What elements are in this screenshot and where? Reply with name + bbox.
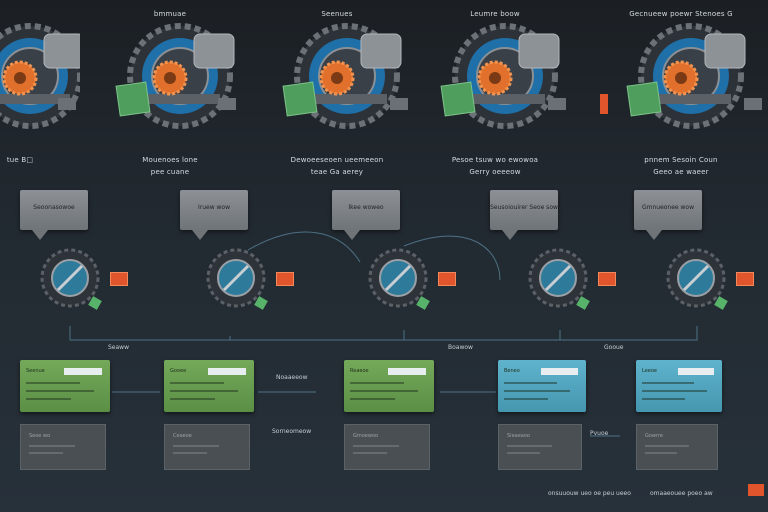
flow-label: Seaww (108, 344, 129, 351)
card-field (388, 368, 426, 375)
card-field (541, 368, 578, 375)
machine-illustration: Gecnueew poewr Stenoes G pnnem Sesoin Co… (596, 10, 766, 176)
card-label: Leeoe (642, 368, 657, 374)
machine-subcaption: teae Ga aerey (310, 168, 364, 176)
card-field (677, 368, 714, 375)
dial-icon (368, 248, 428, 308)
status-indicator (736, 272, 754, 286)
detail-panel: Sieaeaoo (498, 424, 582, 470)
panel-label: Sieaeaoo (507, 433, 530, 439)
callout-box: Seoonasowoe (20, 190, 88, 240)
callout-box: Iruew wow (180, 190, 248, 240)
machine-title: Gecnueew poewr Stenoes G (629, 10, 733, 18)
card-label: Reaeoe (350, 368, 369, 374)
callout-label: Seoonasowoe (33, 204, 75, 211)
status-indicator (276, 272, 294, 286)
machine-caption: tue B□ (6, 156, 34, 164)
dial-icon (40, 248, 100, 308)
machine-caption: pnnem Sesoin Coun (644, 156, 718, 164)
process-card: Reaeoe (344, 360, 434, 412)
callout-box: Seusoiouirer Seoe sow (490, 190, 558, 240)
callout-label: Gmnueonee wow (641, 204, 695, 211)
connector-label: Noaaeeow (276, 374, 308, 381)
detail-panel: Gmoewoo (344, 424, 430, 470)
gear-icon (115, 23, 236, 129)
card-field (64, 368, 102, 375)
callout-label: Ikee woweo (348, 204, 384, 211)
status-indicator (110, 272, 128, 286)
callout-label: Seusoiouirer Seoe sow (490, 204, 558, 211)
card-field (208, 368, 246, 375)
detail-panel: Gowrre (636, 424, 718, 470)
gear-icon (440, 23, 566, 129)
machine-subcaption: Geeo ae waeer (653, 168, 709, 176)
callout-label: Iruew wow (197, 204, 231, 211)
process-card: Leeoe (636, 360, 722, 412)
flow-label: Gooue (604, 344, 624, 351)
dial-icon (206, 248, 266, 308)
panel-label: Gmoewoo (353, 433, 379, 439)
machine-title: bmmuae (153, 10, 187, 18)
callout-box: Gmnueonee wow (634, 190, 702, 240)
process-card: Seenue (20, 360, 110, 412)
status-indicator (438, 272, 456, 286)
machine-title: Seenues (321, 10, 353, 18)
machine-subcaption: pee cuane (150, 168, 190, 176)
gear-icon (600, 23, 762, 129)
callout-box: Ikee woweo (332, 190, 400, 240)
dial-icon (666, 248, 726, 308)
dial-icon (528, 248, 588, 308)
status-indicator (598, 272, 616, 286)
detail-panel: Ceaeoe (164, 424, 250, 470)
machine-illustration: Leumre boow Pesoe tsuw wo ewowoa Gerry o… (420, 10, 570, 176)
footer-right: omaaeouee poeo aw (650, 490, 713, 497)
detail-panel: Seoe wo (20, 424, 106, 470)
gear-icon (282, 23, 408, 129)
machine-title: Leumre boow (470, 10, 520, 18)
machine-caption: Pesoe tsuw wo ewowoa (451, 156, 539, 164)
process-card: Gooee (164, 360, 254, 412)
machine-illustration: bmmuae Mouenoes lone pee cuane (100, 10, 240, 176)
panel-label: Seoe wo (29, 433, 51, 439)
footer-orange-marker (748, 484, 764, 496)
machine-illustration: tue B□ (0, 18, 80, 164)
machine-caption: Dewoeeseoen ueemeeon (290, 156, 384, 164)
process-card: Beneo (498, 360, 586, 412)
footer-left: onsuuouw ueo oe peu ueeo (548, 490, 631, 497)
connector-label: Sorneomeow (272, 428, 312, 435)
card-label: Gooee (170, 368, 187, 374)
gear-icon (0, 23, 80, 129)
connector-label: Pvuoe (590, 430, 609, 437)
machine-subcaption: Gerry oeeeow (469, 168, 521, 176)
panel-label: Ceaeoe (173, 433, 192, 439)
panel-label: Gowrre (645, 433, 664, 439)
machine-illustration: Seenues Dewoeeseoen ueemeeon teae Ga aer… (262, 10, 412, 176)
card-label: Beneo (504, 368, 520, 374)
card-label: Seenue (26, 368, 45, 374)
machine-caption: Mouenoes lone (142, 156, 198, 164)
flow-label: Boawow (448, 344, 473, 351)
